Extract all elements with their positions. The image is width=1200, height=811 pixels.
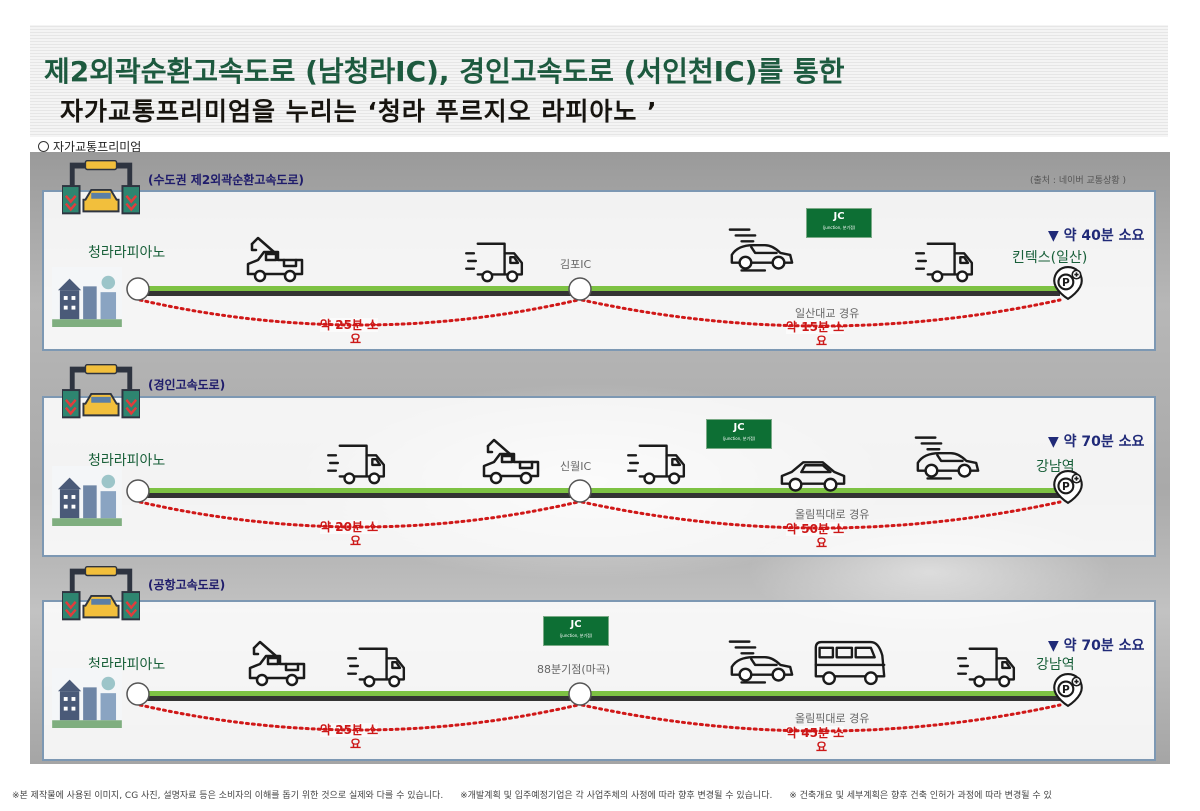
delivery-truck-icon: [465, 242, 524, 283]
tollgate-icon: [62, 566, 140, 621]
segment-time-2b-line2: 요: [816, 536, 828, 550]
apartment-icon: [52, 466, 122, 526]
dotted-arc-2b: [580, 500, 1062, 530]
van-icon: [814, 640, 886, 686]
sports-car-icon: [728, 640, 794, 684]
segment-time-3a-line2: 요: [350, 737, 362, 751]
footer-disclaimer: ※본 제작물에 사용된 이미지, CG 사진, 설명자료 등은 소비자의 이해를…: [12, 788, 1066, 801]
jc-sign-3: JC (junction, 분기점): [543, 616, 609, 646]
jc-sign-1-title: JC: [833, 211, 845, 222]
parking-pin-icon: [1053, 673, 1083, 707]
road-line-dark: [138, 493, 1060, 498]
route-graphic-1: [52, 160, 1083, 328]
segment-time-1b-line2: 요: [816, 334, 828, 348]
footer-note-2: ※개발계획 및 입주예정기업은 각 사업주체의 사정에 따라 향후 변경될 수 …: [460, 791, 773, 801]
road-label-3: (공항고속도로): [148, 578, 226, 592]
ic-node: [568, 479, 592, 503]
segment-time-3b-line1: 약 45분 소: [786, 726, 845, 740]
start-label-2: 청라라피아노: [88, 453, 166, 469]
start-node: [126, 277, 150, 301]
segment-time-2a-line2: 요: [350, 534, 362, 548]
jc-sign-3-sub: (junction, 분기점): [559, 633, 593, 638]
total-time-3: ▼ 약 70분 소요: [1048, 638, 1145, 654]
dotted-arc-2a: [138, 500, 580, 529]
road-line-dark: [138, 696, 1060, 701]
footer-note-1: ※본 제작물에 사용된 이미지, CG 사진, 설명자료 등은 소비자의 이해를…: [12, 791, 444, 801]
delivery-truck-icon: [327, 444, 386, 485]
ic-node: [568, 682, 592, 706]
dotted-arc-3b: [580, 703, 1062, 733]
ic-label-1: 김포IC: [560, 258, 592, 271]
sports-car-icon: [914, 436, 980, 480]
tollgate-icon: [62, 160, 140, 215]
route-panel-2: [42, 396, 1156, 557]
route-graphic-2: [52, 364, 1083, 530]
ic-node: [568, 277, 592, 301]
jc-sign-2: JC (junction, 분기점): [706, 419, 772, 449]
road-line-green: [138, 691, 1060, 696]
dotted-arc-1a: [138, 298, 580, 327]
via-label-1: 일산대교 경유: [795, 307, 860, 320]
road-line-green: [138, 286, 1060, 291]
tow-truck-icon: [248, 640, 306, 687]
jc-sign-2-title: JC: [733, 422, 745, 433]
jc-sign-1: JC (junction, 분기점): [806, 208, 872, 238]
route-graphic-3: [52, 566, 1083, 733]
source-note: (출처 : 네이버 교통상황 ): [1030, 176, 1127, 186]
section-label-text: 자가교통프리미엄: [53, 140, 142, 154]
total-time-1: ▼ 약 40분 소요: [1048, 228, 1145, 244]
via-label-3: 올림픽대로 경유: [795, 712, 870, 725]
segment-time-3b-line2: 요: [816, 740, 828, 754]
route-panel-1: [42, 190, 1156, 351]
road-line-dark: [138, 291, 1060, 296]
start-label-1: 청라라피아노: [88, 245, 166, 261]
total-time-2: ▼ 약 70분 소요: [1048, 434, 1145, 450]
circle-bullet-icon: [38, 141, 49, 152]
road-label-1: (수도권 제2외곽순환고속도로): [148, 173, 304, 187]
road-label-2: (경인고속도로): [148, 378, 226, 392]
delivery-truck-icon: [957, 647, 1016, 688]
dotted-arc-1b: [580, 298, 1062, 328]
section-label: 자가교통프리미엄: [38, 138, 141, 155]
apartment-icon: [52, 267, 122, 327]
tow-truck-icon: [482, 438, 540, 485]
destination-label-1: 킨텍스(일산): [1012, 250, 1088, 266]
jc-sign-3-title: JC: [570, 619, 582, 630]
tollgate-icon: [62, 364, 140, 419]
via-label-2: 올림픽대로 경유: [795, 508, 870, 521]
delivery-truck-icon: [915, 242, 974, 283]
parking-pin-icon: [1053, 470, 1083, 504]
segment-time-1a-line2: 요: [350, 332, 362, 346]
sedan-icon: [780, 461, 846, 492]
delivery-truck-icon: [347, 647, 406, 688]
page-subtitle: 자가교통프리미엄을 누리는 ‘청라 푸르지오 라피아노 ’: [60, 97, 658, 126]
destination-label-3: 강남역: [1036, 657, 1075, 673]
dotted-arc-3a: [138, 703, 580, 732]
header-banner: [30, 25, 1168, 137]
jc-sign-2-sub: (junction, 분기점): [722, 436, 756, 441]
ic-label-2: 신월IC: [560, 460, 592, 473]
start-node: [126, 682, 150, 706]
sports-car-icon: [728, 228, 794, 272]
apartment-icon: [52, 668, 122, 728]
delivery-truck-icon: [627, 444, 686, 485]
jc-sign-1-sub: (junction, 분기점): [822, 225, 856, 230]
page-title: 제2외곽순환고속도로 (남청라IC), 경인고속도로 (서인천IC)를 통한: [44, 55, 845, 88]
ic-label-3: 88분기점(마곡): [537, 663, 611, 676]
tow-truck-icon: [246, 236, 304, 283]
road-line-green: [138, 488, 1060, 493]
start-node: [126, 479, 150, 503]
footer-note-3: ※ 건축개요 및 세부계획은 향후 건축 인허가 과정에 따라 변경될 수 있: [789, 791, 1052, 801]
